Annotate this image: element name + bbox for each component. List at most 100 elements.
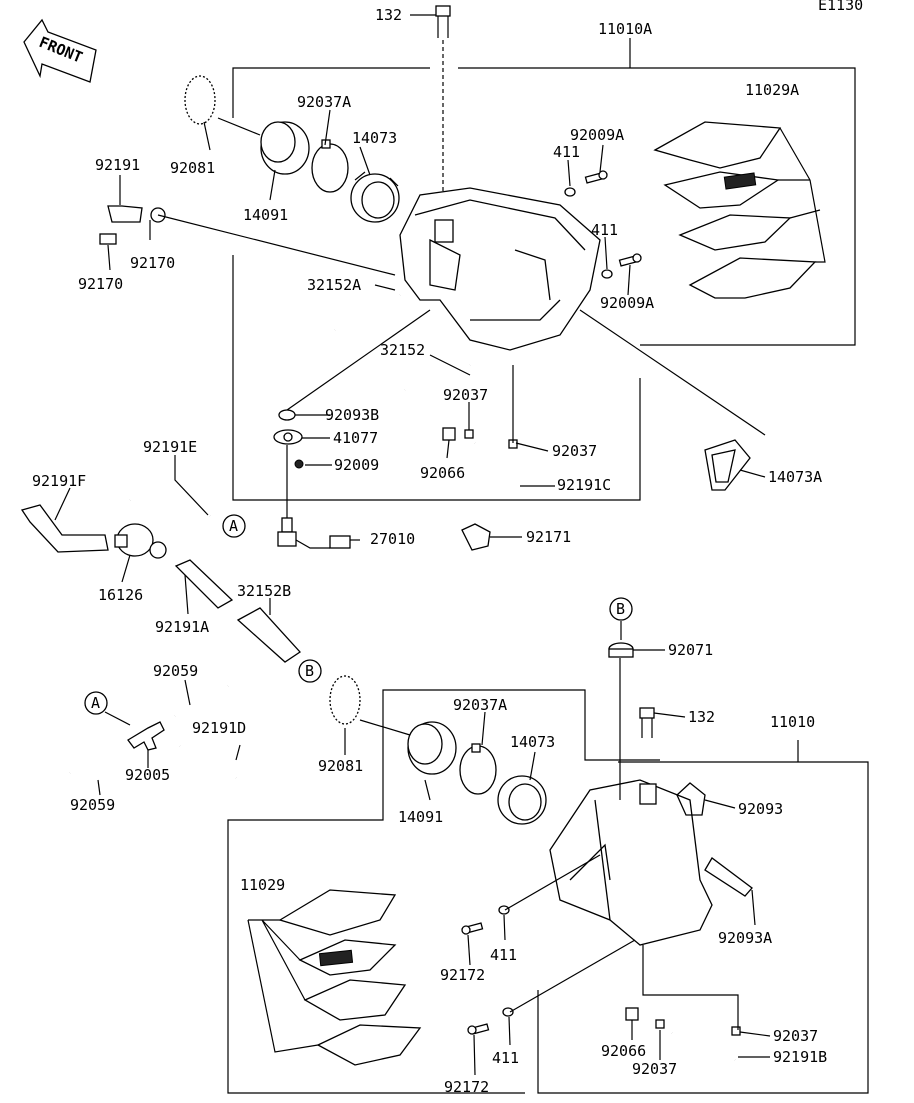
hose-92059-bot [68,738,130,775]
washer-411-bot1 [498,905,510,915]
upper-boot-14073 [350,171,400,223]
front-arrow-icon: FRONT [23,18,97,83]
lower-clamp-92037A [459,743,497,795]
label-14073-top: 14073 [352,129,397,147]
fitting-92066-bottom [625,1007,639,1021]
label-92170-b: 92170 [78,275,123,293]
label-32152: 32152 [380,341,425,359]
label-14091-bot: 14091 [398,808,443,826]
callout-b-lower: B [609,597,633,621]
bolt-92009A-mid [618,253,642,267]
label-411-top2: 411 [591,221,618,239]
label-92066-bot: 92066 [601,1042,646,1060]
t-joint-92005 [127,721,165,751]
label-92005: 92005 [125,766,170,784]
label-92191F: 92191F [32,472,86,490]
lower-air-box [549,779,713,946]
hose-92059-top [173,684,230,718]
label-11010A: 11010A [598,20,652,38]
label-92191E: 92191E [143,438,197,456]
label-132-top: 132 [375,6,402,24]
label-92191: 92191 [95,156,140,174]
callout-a-lower: A [84,691,108,715]
label-132-bot: 132 [688,708,715,726]
label-92037A-top: 92037A [297,93,351,111]
label-14073A: 14073A [768,468,822,486]
upper-filter-set [653,121,826,299]
cap-41077 [273,429,303,445]
bolt-92172-b [467,1023,490,1035]
label-92081-bot: 92081 [318,757,363,775]
callout-a-upper: A [222,514,246,538]
label-92093: 92093 [738,800,783,818]
lower-filter-set [247,889,422,1066]
label-92191D: 92191D [192,719,246,737]
clip-92037-d [655,1019,665,1029]
lower-duct-14091 [407,721,457,775]
label-92093B: 92093B [325,406,379,424]
hose-92191E [128,473,211,518]
bolt-92172-a [461,922,484,935]
clip-92037-a [464,429,474,439]
hose-92191C [474,441,522,488]
callout-b-upper: B [298,659,322,683]
callout-a-upper-label: A [229,517,238,535]
label-11029: 11029 [240,876,285,894]
duct-32152B [236,607,301,663]
upper-clamp-92081 [184,75,216,125]
diagram-code: E1130 [818,0,863,14]
label-92170-a: 92170 [130,254,175,272]
gasket-92093 [676,782,706,816]
label-92172-b: 92172 [444,1078,489,1096]
label-41077: 41077 [333,429,378,447]
label-411-top1: 411 [553,143,580,161]
callout-b-upper-label: B [305,662,314,680]
label-92093A: 92093A [718,929,772,947]
label-92081-top: 92081 [170,159,215,177]
label-92171: 92171 [526,528,571,546]
label-92059-top: 92059 [153,662,198,680]
label-16126: 16126 [98,586,143,604]
upper-air-box [399,187,601,351]
lower-assembly-bracket [227,689,869,1094]
grommet-92071 [608,642,634,658]
bolt-92009 [294,459,304,469]
label-14091-top: 14091 [243,206,288,224]
label-32152B: 32152B [237,582,291,600]
callout-a-lower-label: A [91,694,100,712]
valve-16126 [114,523,167,559]
label-92172-a: 92172 [440,966,485,984]
label-92037-b: 92037 [552,442,597,460]
label-11010: 11010 [770,713,815,731]
lower-boot-14073 [497,775,547,825]
label-92191A: 92191A [155,618,209,636]
hose-92191F [20,504,109,553]
hose-92191B [670,1030,737,1063]
seal-14073A [704,439,751,491]
label-92037-c: 92037 [773,1027,818,1045]
sensor-27010 [277,517,351,549]
label-92191C: 92191C [557,476,611,494]
clip-92037-c [731,1026,741,1036]
label-92037A-bot: 92037A [453,696,507,714]
lower-clamp-92081 [329,675,361,725]
label-92009: 92009 [334,456,379,474]
leader-lines [54,109,771,1076]
label-92009A-top: 92009A [570,126,624,144]
part-labels: 132 11010A 92037A 14073 11029A 92009A 41… [32,6,827,1096]
gasket-92093A [704,857,753,897]
upper-duct-14091 [260,121,310,175]
label-411-bot1: 411 [490,946,517,964]
upper-assembly-bracket [232,38,856,501]
clip-92171 [461,523,491,551]
label-92059-bot: 92059 [70,796,115,814]
bolt-132-bottom [639,707,655,738]
rod-32152A [334,293,401,332]
hose-92191D [178,744,238,780]
hose-92191 [107,205,143,223]
label-92066-top: 92066 [420,464,465,482]
label-32152A: 32152A [307,276,361,294]
washer-411-bot2 [502,1007,514,1017]
callout-b-lower-label: B [616,600,625,618]
